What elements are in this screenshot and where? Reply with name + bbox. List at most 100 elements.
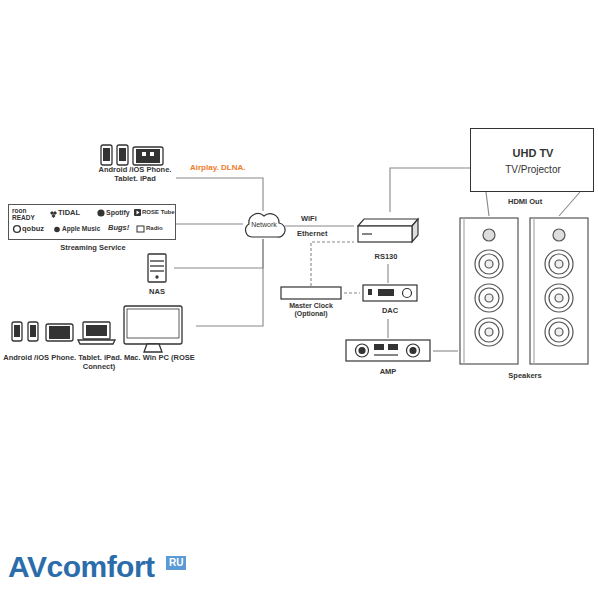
watermark: AVcomfort bbox=[8, 550, 155, 585]
phone-icon bbox=[117, 145, 128, 165]
woofer-cap bbox=[485, 328, 493, 336]
woofer-cap bbox=[555, 328, 563, 336]
device-side bbox=[412, 219, 418, 242]
monitor-stand bbox=[144, 344, 162, 352]
node-label: DAC bbox=[360, 307, 420, 316]
laptop-display bbox=[86, 325, 107, 336]
amp-unit: AMP bbox=[343, 338, 433, 380]
connector-line bbox=[559, 192, 580, 216]
woofer-cap bbox=[555, 294, 563, 302]
connector-line bbox=[176, 178, 263, 211]
woofer-outer bbox=[545, 318, 573, 346]
desktop-monitor bbox=[124, 306, 182, 344]
phone-icon bbox=[28, 322, 38, 341]
service-logo: Radio bbox=[146, 225, 176, 232]
amp-detail bbox=[374, 354, 398, 355]
service-logo: Spotify bbox=[106, 209, 142, 217]
connector-line bbox=[176, 223, 243, 224]
amp-knob-center bbox=[410, 348, 416, 354]
play-symbol bbox=[137, 211, 140, 215]
tweeter bbox=[553, 229, 565, 241]
tablet-screen bbox=[49, 326, 70, 339]
service-logo: TIDAL bbox=[58, 209, 98, 218]
nas-case bbox=[148, 254, 166, 282]
clock-case bbox=[281, 287, 341, 299]
speaker-cabinet bbox=[460, 218, 518, 364]
amplifier-device bbox=[346, 340, 430, 361]
speaker-group: Speakers bbox=[458, 216, 592, 386]
woofer-inner bbox=[479, 288, 499, 308]
app-symbol bbox=[150, 152, 154, 156]
nas-icon bbox=[148, 254, 166, 282]
display-box: UHD TVTV/Projector bbox=[470, 128, 594, 192]
amp-knob bbox=[356, 344, 369, 357]
dac-device bbox=[363, 285, 417, 301]
link-type: Ethernet bbox=[297, 230, 327, 239]
dac-switch bbox=[368, 289, 372, 295]
connector-line bbox=[285, 225, 354, 226]
connector-label: HDMI Out bbox=[508, 198, 542, 207]
master-clock-device bbox=[281, 287, 341, 299]
tablet-screen bbox=[136, 149, 160, 163]
woofer-cap bbox=[485, 260, 493, 268]
woofer-inner bbox=[479, 254, 499, 274]
speaker-pair bbox=[460, 218, 588, 364]
box-heading: UHD TV bbox=[471, 147, 595, 160]
node-label: Android /iOS Phone. Tablet. iPad bbox=[94, 166, 176, 183]
amp-knob bbox=[407, 344, 420, 357]
woofer-outer bbox=[545, 250, 573, 278]
power-led bbox=[156, 276, 158, 278]
tweeter bbox=[483, 229, 495, 241]
service-logo: Apple Music bbox=[62, 225, 104, 232]
connector-layer bbox=[174, 168, 580, 351]
node-label: Android /iOS Phone. Tablet. iPad. Mac. W… bbox=[0, 354, 198, 371]
service-logo: Bugs! bbox=[108, 224, 138, 233]
amp-case bbox=[346, 340, 430, 361]
drive-bay bbox=[150, 265, 164, 266]
clock-unit: Master Clock (Optional) bbox=[278, 286, 344, 322]
phone-screen bbox=[103, 148, 110, 161]
woofer-inner bbox=[549, 322, 569, 342]
rose-tube-symbol bbox=[134, 209, 141, 216]
connector-label: Airplay. DLNA. bbox=[190, 163, 245, 172]
device-group: Android /iOS Phone. Tablet. iPad. Mac. W… bbox=[2, 304, 196, 372]
tidal-symbol bbox=[50, 211, 57, 218]
spotify-symbol bbox=[97, 209, 104, 216]
streamer-device bbox=[358, 219, 418, 242]
laptop-screen bbox=[83, 322, 110, 339]
device-front bbox=[358, 226, 412, 242]
connector-line bbox=[486, 192, 489, 216]
amp-meter bbox=[374, 344, 384, 350]
connector-line bbox=[433, 350, 458, 351]
dac-knob bbox=[403, 289, 412, 298]
service-logo: roon READY bbox=[12, 207, 36, 222]
node-label: Master Clock (Optional) bbox=[278, 302, 344, 318]
network-cloud: Network bbox=[243, 211, 285, 239]
service-logo: ROSE Tube bbox=[142, 209, 178, 216]
cabinet-edge bbox=[533, 218, 534, 364]
dac-unit: DAC bbox=[360, 283, 420, 319]
app-symbol bbox=[142, 152, 146, 156]
service-logo: qobuz bbox=[22, 225, 58, 234]
tablet-icon bbox=[133, 147, 163, 165]
dashed-connector bbox=[344, 292, 360, 293]
laptop-base bbox=[78, 340, 115, 344]
connector-line bbox=[196, 239, 263, 326]
service-box: roon READY TIDAL SpotifyROSE Tube qobuz Appl… bbox=[8, 204, 176, 240]
drive-bay bbox=[150, 260, 164, 261]
connector-line bbox=[174, 239, 263, 268]
dashed-connector bbox=[311, 242, 354, 286]
phone-screen bbox=[30, 325, 36, 337]
mobile-devices-icon bbox=[101, 145, 163, 165]
nas-unit: NAS bbox=[140, 252, 174, 300]
computer-devices-icon bbox=[12, 306, 182, 352]
woofer-inner bbox=[549, 288, 569, 308]
qobuz-symbol bbox=[14, 226, 21, 233]
connector-line bbox=[387, 319, 388, 338]
node-label: AMP bbox=[343, 368, 433, 377]
phone-icon bbox=[101, 145, 112, 165]
